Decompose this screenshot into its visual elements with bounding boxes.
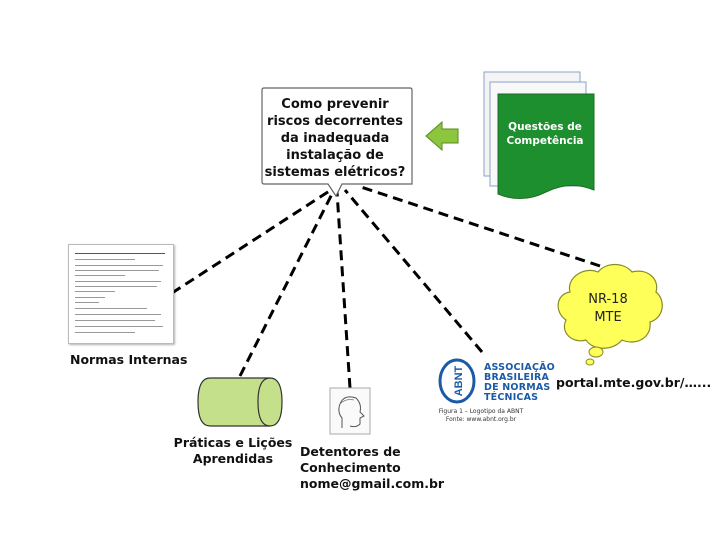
- normas-label: Normas Internas: [70, 352, 188, 367]
- praticas-line: Aprendidas: [192, 451, 274, 466]
- competence-doc-label: Questões de Competência: [498, 120, 592, 148]
- connector-abnt: [343, 189, 484, 353]
- connector-nr18: [357, 184, 601, 268]
- abnt-logo-text: ABNT: [453, 365, 465, 396]
- abnt-name: ASSOCIAÇÃO BRASILEIRA DE NORMAS TÉCNICAS: [484, 363, 555, 403]
- connector-praticas: [238, 189, 336, 377]
- question-line: instalação de: [286, 148, 384, 163]
- connector-detentores: [335, 191, 352, 389]
- praticas-line: Práticas e Lições: [173, 435, 293, 450]
- abnt-name-line: DE NORMAS: [484, 382, 551, 393]
- competence-line: Questões de: [508, 121, 582, 133]
- normas-internas-document: [68, 244, 174, 344]
- nr18-line: NR-18: [588, 292, 628, 307]
- competence-line: Competência: [506, 135, 584, 147]
- detentores-email: nome@gmail.com.br: [300, 476, 445, 491]
- abnt-logo: ABNT: [438, 358, 476, 404]
- detentores-line: Detentores de: [300, 444, 401, 459]
- abnt-caption-line: Figura 1 – Logotipo da ABNT: [438, 408, 524, 415]
- abnt-caption: Figura 1 – Logotipo da ABNT Fonte: www.a…: [428, 408, 534, 424]
- nr18-text: NR-18 MTE: [570, 291, 646, 327]
- arrow-left-icon: [425, 120, 459, 152]
- praticas-label: Práticas e Lições Aprendidas: [170, 435, 296, 467]
- abnt-name-line: ASSOCIAÇÃO: [484, 362, 555, 373]
- detentores-line: Conhecimento: [300, 460, 401, 475]
- connector-normas: [171, 186, 335, 295]
- detentores-label: Detentores de Conhecimento nome@gmail.co…: [300, 444, 444, 492]
- question-line: riscos decorrentes: [267, 114, 403, 129]
- question-line: sistemas elétricos?: [264, 165, 406, 180]
- person-sketch-icon: [329, 387, 371, 435]
- portal-link: portal.mte.gov.br/…...: [556, 375, 712, 390]
- question-text: Como prevenir riscos decorrentes da inad…: [262, 96, 408, 181]
- abnt-name-line: TÉCNICAS: [484, 392, 539, 403]
- praticas-cylinder: [197, 377, 283, 427]
- question-line: da inadequada: [280, 131, 390, 146]
- nr18-line: MTE: [594, 310, 622, 325]
- abnt-caption-line: Fonte: www.abnt.org.br: [445, 416, 517, 423]
- abnt-name-line: BRASILEIRA: [484, 372, 550, 383]
- question-line: Como prevenir: [281, 97, 389, 112]
- nr18-thought-bubble: [557, 263, 663, 366]
- question-callout: [261, 87, 413, 198]
- competence-doc-stack: [483, 71, 595, 199]
